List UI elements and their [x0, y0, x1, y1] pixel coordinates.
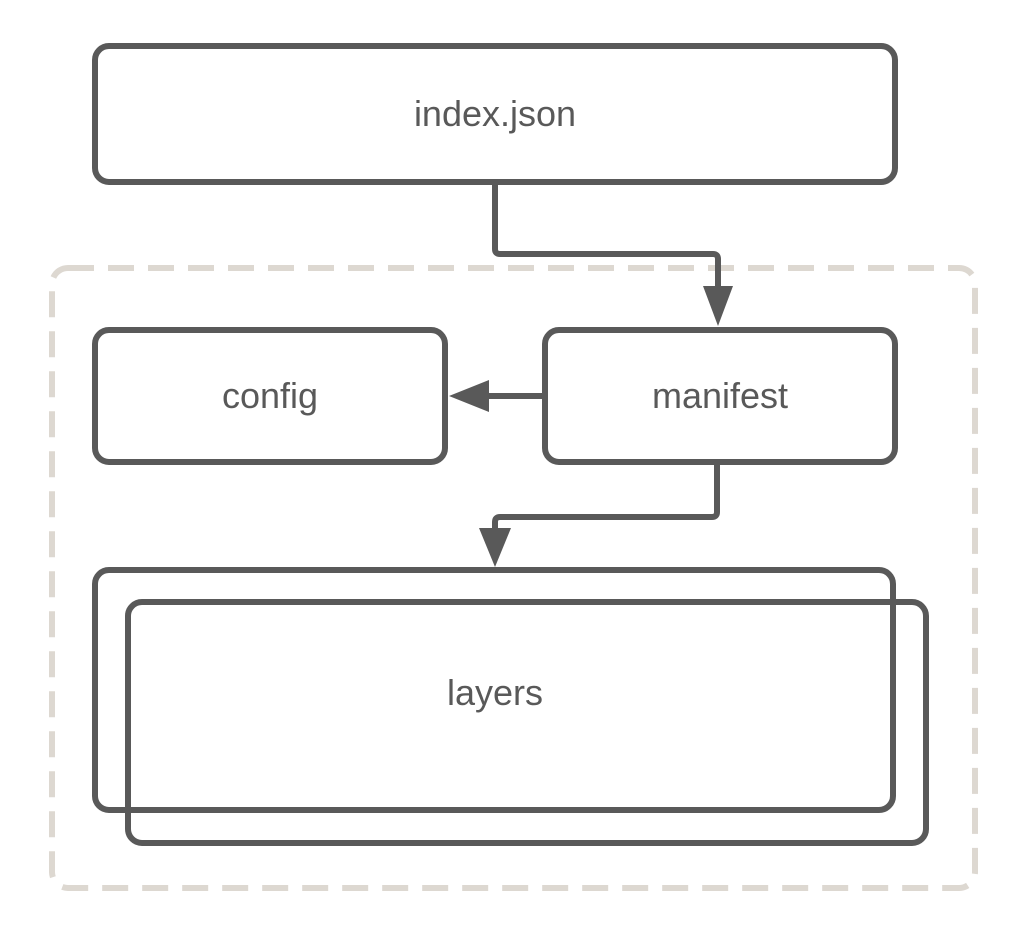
node-layers-front-box	[125, 599, 929, 846]
node-layers-back-box	[92, 567, 896, 813]
arrowhead-down-icon	[703, 286, 733, 326]
node-manifest-label: manifest	[652, 375, 788, 416]
node-config-label: config	[222, 375, 318, 416]
node-config-box	[92, 327, 448, 465]
dashed-group-container	[49, 265, 978, 891]
node-layers-label: layers	[447, 672, 543, 713]
node-index-json-label: index.json	[414, 93, 576, 134]
edge-index-json-to-manifest	[492, 182, 721, 288]
edge-manifest-to-layers	[492, 462, 720, 529]
arrowhead-down-layers-icon	[479, 528, 511, 567]
arrowhead-left-icon	[449, 380, 489, 412]
